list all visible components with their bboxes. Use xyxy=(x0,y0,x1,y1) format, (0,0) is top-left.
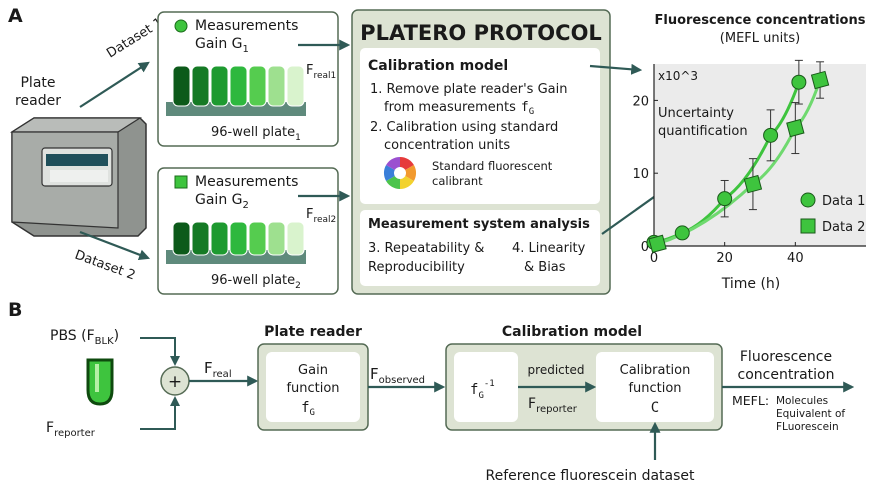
step3-line1: 3. Repeatability & xyxy=(368,241,484,256)
device-label-2: reader xyxy=(15,93,61,109)
box2-line1: Measurements xyxy=(195,174,298,190)
step4-line2: & Bias xyxy=(524,260,566,275)
gain-function-line2: function xyxy=(286,381,339,396)
calibrant-line1: Standard fluorescent xyxy=(432,159,553,173)
output-line1: Fluorescence xyxy=(740,349,832,365)
plus-sign: + xyxy=(168,372,182,392)
calib-to-chart-arrow xyxy=(589,63,643,75)
dataset2-arrow xyxy=(79,230,151,260)
dataset1-label: Dataset 1 xyxy=(104,15,166,61)
annotation-line2: quantification xyxy=(658,124,748,139)
box1-line2: Gain G1 xyxy=(195,36,249,55)
pbs-label: PBS (FBLK) xyxy=(50,328,119,347)
panel-b-letter: B xyxy=(8,299,22,321)
calib-model-title: Calibration model xyxy=(368,58,508,74)
x-tick-label: 40 xyxy=(787,251,804,266)
measurements-box-1: Measurements Gain G1 96-well plate1 Frea… xyxy=(157,11,339,147)
y-tick-label: 10 xyxy=(632,167,649,182)
freporter-predicted-label: Freporter xyxy=(528,396,578,415)
annotation-line1: Uncertainty xyxy=(658,106,734,121)
legend-label: Data 1 xyxy=(822,194,865,209)
box2-plate-label: 96-well plate2 xyxy=(211,273,301,291)
calibration-function-line2: function xyxy=(628,381,681,396)
well-plate-1-icon xyxy=(166,65,306,116)
plate-reader-icon: Plate reader xyxy=(9,75,147,237)
mefl-desc-line2: Equivalent of xyxy=(776,408,845,420)
inverse-gain-symbol: fG-1 xyxy=(470,379,495,401)
platero-protocol-panel: PLATERO PROTOCOL Calibration model 1. Re… xyxy=(351,9,611,295)
box1-freal-label: Freal1 xyxy=(306,63,336,81)
x-axis-label: Time (h) xyxy=(721,276,781,292)
x-tick-label: 0 xyxy=(650,251,658,266)
step4-line1: 4. Linearity xyxy=(512,241,586,256)
reference-label: Reference fluorescein dataset xyxy=(485,468,695,484)
freal-label: Freal xyxy=(204,359,232,380)
data-point-square xyxy=(810,70,830,90)
x-tick-label: 20 xyxy=(716,251,733,266)
dataset1-arrow xyxy=(79,61,150,108)
y-tick-label: 0 xyxy=(641,240,649,255)
gain-function-symbol: fG xyxy=(301,400,315,418)
plate-reader-block: Gain function fG xyxy=(257,343,369,431)
box2-freal-label: Freal2 xyxy=(306,207,336,225)
data-point-circle xyxy=(791,74,807,90)
output-line2: concentration xyxy=(738,367,835,383)
y-multiplier-label: x10^3 xyxy=(658,69,698,83)
reporter-arrow xyxy=(140,396,180,430)
y-tick-label: 20 xyxy=(632,94,649,109)
dataset2-label: Dataset 2 xyxy=(73,248,138,284)
color-wheel-icon xyxy=(383,156,417,190)
calibrant-line2: calibrant xyxy=(432,174,483,188)
box2-line2: Gain G2 xyxy=(195,192,249,211)
mefl-desc-line1: Molecules xyxy=(776,395,828,407)
square-marker-icon xyxy=(174,175,188,189)
protocol-title: PLATERO PROTOCOL xyxy=(360,21,602,45)
legend-marker-circle xyxy=(800,192,816,208)
step1-line1: 1. Remove plate reader's Gain xyxy=(370,82,567,97)
predicted-label: predicted xyxy=(528,363,585,377)
step2-line1: 2. Calibration using standard xyxy=(370,120,558,135)
chart-subtitle: (MEFL units) xyxy=(720,31,800,46)
step3-line2: Reproducibility xyxy=(368,260,465,275)
calibration-model-title: Calibration model xyxy=(502,324,642,340)
reporter-label: Freporter xyxy=(46,420,96,439)
legend-label: Data 2 xyxy=(822,220,865,235)
box1-line1: Measurements xyxy=(195,18,298,34)
series-line-2 xyxy=(657,79,822,246)
mefl-label: MEFL: xyxy=(732,393,769,408)
pbs-arrow xyxy=(140,337,180,366)
measurements-box-2: Measurements Gain G2 96-well plate2 Frea… xyxy=(157,167,339,295)
data-point-circle xyxy=(763,127,779,143)
data-point-square xyxy=(786,118,805,138)
calibration-function-symbol: C xyxy=(651,400,659,416)
step2-line2: concentration units xyxy=(384,138,510,153)
well-plate-2-icon xyxy=(166,221,306,264)
calibration-function-line1: Calibration xyxy=(620,363,691,378)
data-point-circle xyxy=(674,225,690,241)
data-point-circle xyxy=(717,191,733,207)
tube-icon xyxy=(86,358,114,406)
gain-function-line1: Gain xyxy=(298,363,328,378)
mefl-desc-line3: FLuorescein xyxy=(776,421,839,433)
fobserved-label: Fobserved xyxy=(370,365,425,386)
panel-a-letter: A xyxy=(8,5,23,27)
circle-marker-icon xyxy=(174,19,188,33)
legend-marker-square xyxy=(800,218,816,234)
chart-title: Fluorescence concentrations xyxy=(655,13,866,28)
plate-reader-title: Plate reader xyxy=(264,324,362,340)
box1-plate-label: 96-well plate1 xyxy=(211,125,301,143)
data-point-square xyxy=(743,174,763,194)
device-label-1: Plate xyxy=(20,75,55,91)
data-point-square xyxy=(648,234,667,254)
msa-title: Measurement system analysis xyxy=(368,217,590,232)
